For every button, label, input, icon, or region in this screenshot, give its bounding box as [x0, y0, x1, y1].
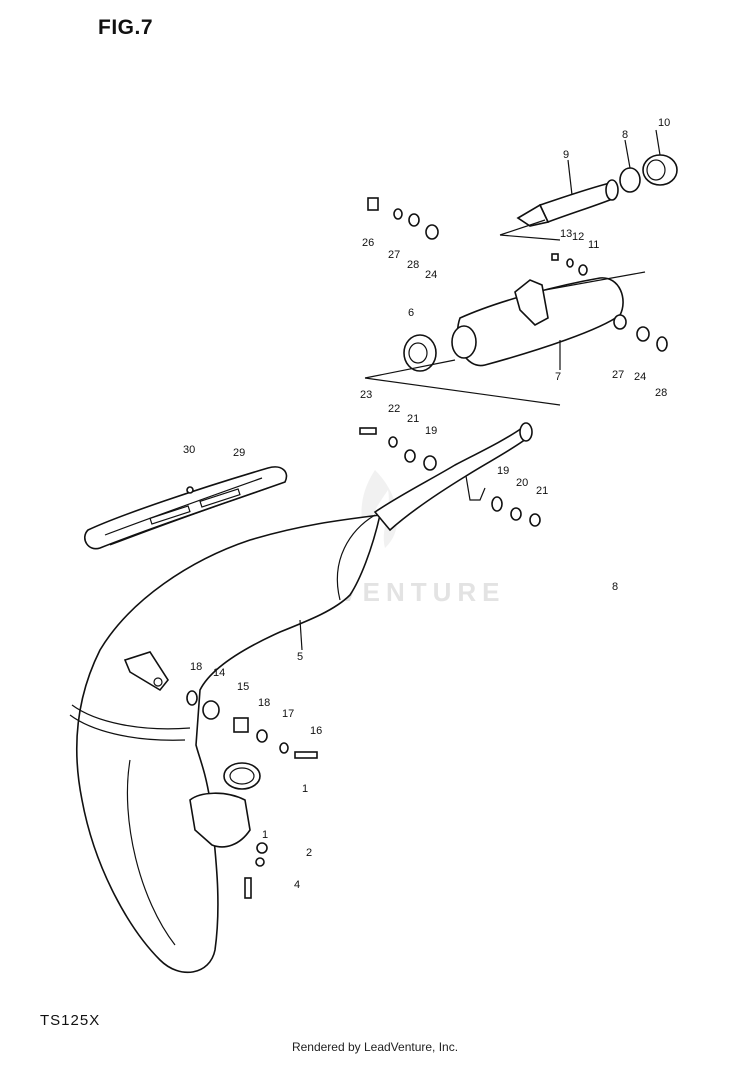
callout-18: 18 [190, 661, 202, 673]
heat-shield [84, 466, 288, 550]
callout-17: 17 [282, 708, 294, 720]
callout-30: 30 [183, 444, 195, 456]
figure-title: FIG.7 [98, 16, 154, 39]
tail-pipe [516, 179, 619, 227]
callout-15: 15 [237, 681, 249, 693]
callout-4: 4 [294, 879, 300, 891]
callout-27: 27 [388, 249, 400, 261]
callout-14: 14 [213, 667, 225, 679]
callout-8: 8 [622, 129, 628, 141]
callout-5: 5 [297, 651, 303, 663]
footer-credit: Rendered by LeadVenture, Inc. [291, 1040, 459, 1054]
callout-8b: 8 [612, 581, 618, 593]
callout-28: 28 [407, 259, 419, 271]
spark-arrestor-ring [619, 167, 641, 193]
callout-23: 23 [360, 389, 372, 401]
callout-11: 11 [588, 239, 599, 251]
callout-1b: 1 [262, 829, 268, 841]
chamber-bracket [123, 651, 169, 692]
callout-10: 10 [658, 117, 670, 129]
callout-16: 16 [310, 725, 322, 737]
model-label: TS125X [40, 1012, 101, 1029]
callout-12: 12 [572, 231, 584, 243]
callout-21: 21 [407, 413, 419, 425]
callout-22: 22 [388, 403, 400, 415]
exhaust-flange [189, 762, 261, 848]
callout-24: 24 [425, 269, 437, 281]
silencer-gasket [403, 334, 437, 372]
callout-1: 1 [302, 783, 308, 795]
callout-21b: 21 [536, 485, 548, 497]
callout-9: 9 [563, 149, 569, 161]
leader-lines [299, 129, 661, 651]
callout-2: 2 [306, 847, 312, 859]
callout-29: 29 [233, 447, 245, 459]
callout-28b: 28 [655, 387, 667, 399]
callout-24b: 24 [634, 371, 646, 383]
callout-20: 20 [516, 477, 528, 489]
callout-6: 6 [408, 307, 414, 319]
callout-13: 13 [560, 228, 572, 240]
callout-27b: 27 [612, 369, 624, 381]
callout-18b: 18 [258, 697, 270, 709]
head-pipe [373, 422, 533, 532]
end-cap [642, 154, 678, 186]
callout-19b: 19 [497, 465, 509, 477]
expansion-chamber [69, 514, 382, 974]
callout-7: 7 [555, 371, 561, 383]
silencer [451, 277, 624, 367]
fasteners [186, 197, 668, 899]
callout-19: 19 [425, 425, 437, 437]
callout-26: 26 [362, 237, 374, 249]
